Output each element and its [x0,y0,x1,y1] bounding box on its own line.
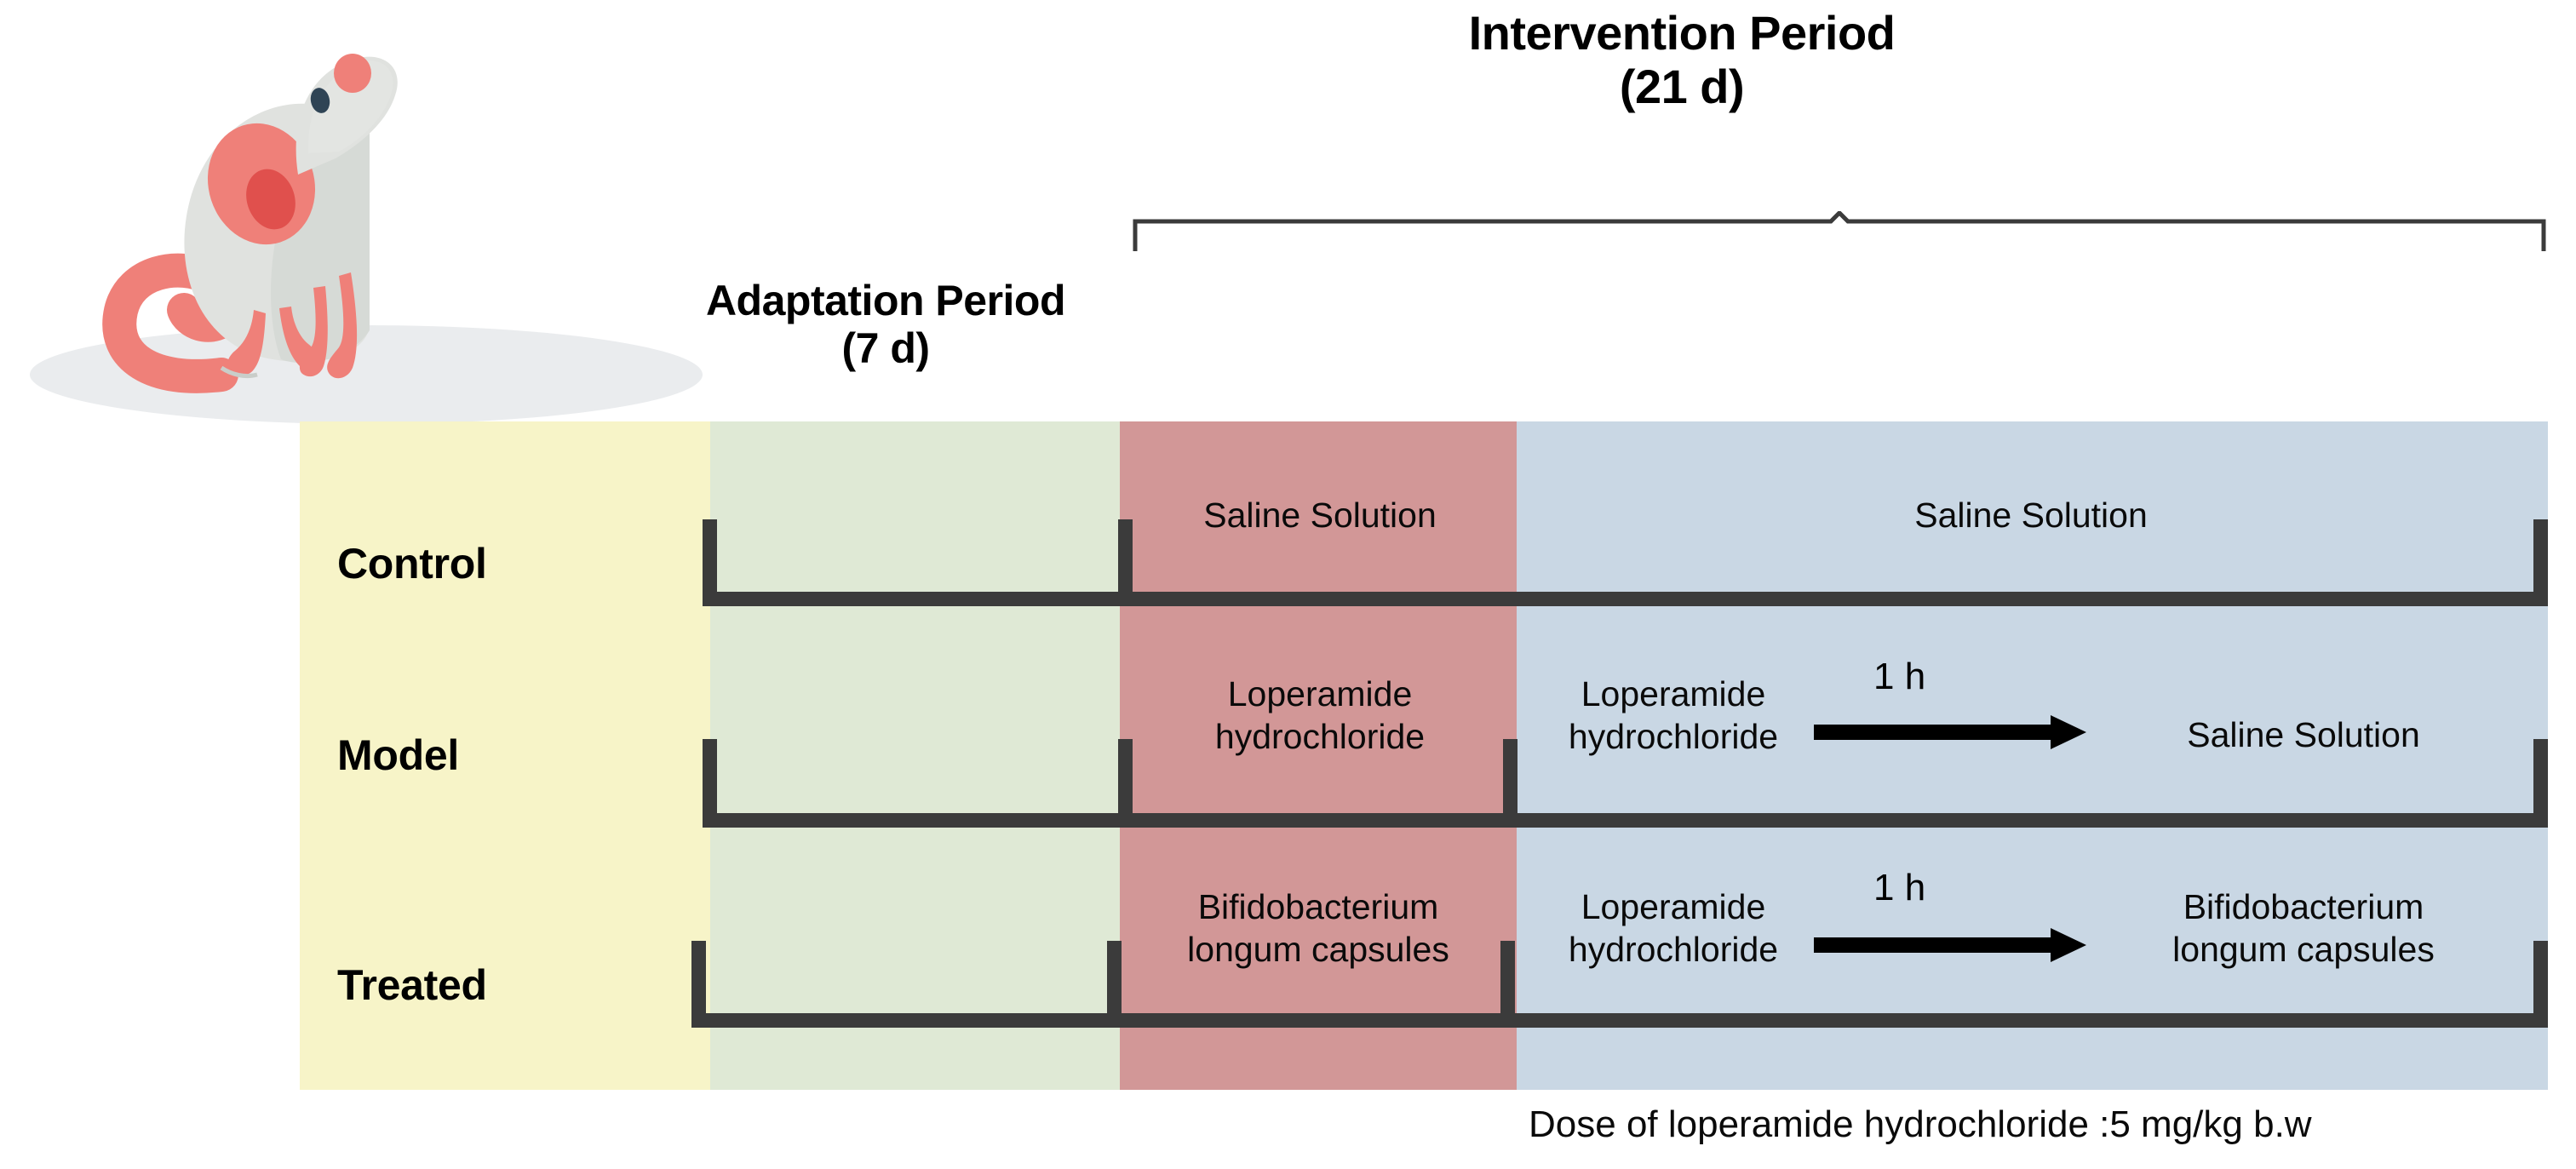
band-adaptation-label-column [300,421,710,1090]
rat-hind-paw-2-icon [327,272,358,379]
timeline-treated-tick-start [691,941,706,1013]
rat-hind-paw-icon [299,286,328,377]
cell-model-intervention-drug: Loperamide hydrochloride [1524,673,1822,758]
rat-nose-icon [334,54,371,93]
band-intervention-period [1517,421,2548,1090]
cell-model-modeling-line1: Loperamide [1227,674,1413,713]
treated-transition-arrow-icon [1814,928,2086,962]
treated-arrow-head-icon [2051,928,2086,962]
rat-front-paw-icon [227,310,266,376]
timeline-model-tick-split [1503,739,1517,813]
adaptation-title-text: Adaptation Period [705,277,1066,324]
timeline-treated-tick-mid [1107,941,1122,1013]
rat-toe-detail-icon [220,365,258,379]
timeline-control-tick-mid [1118,519,1133,592]
cell-model-intervention-result: Saline Solution [2187,715,2420,754]
model-arrow-head-icon [2051,715,2086,749]
timeline-control-baseline [703,592,2548,606]
timeline-control-tick-start [703,519,717,592]
cell-treated-intervention-result: Bifidobacterium longum capsules [2095,885,2512,971]
timeline-treated-tick-end [2533,941,2548,1013]
row-label-control: Control [337,540,487,587]
cell-control-modeling: Saline Solution [1203,496,1437,535]
adaptation-period-title: Adaptation Period (7 d) [588,277,1184,372]
row-label-treated: Treated [337,961,487,1009]
timeline-treated-baseline [691,1013,2548,1028]
rat-illustration [30,54,703,424]
cell-treated-result-line2: longum capsules [2172,930,2435,970]
cell-treated-intervention-drug: Loperamide hydrochloride [1524,885,1822,971]
cell-treated-interv-line2: hydrochloride [1568,930,1779,970]
dose-footnote: Dose of loperamide hydrochloride :5 mg/k… [1529,1103,2312,1145]
timeline-model-tick-end [2533,739,2548,813]
cell-model-modeling: Loperamide hydrochloride [1133,673,1507,758]
intervention-duration-text: (21 d) [1619,59,1745,113]
cell-treated-result-line1: Bifidobacterium [2183,887,2424,926]
rat-shadow-icon [30,325,703,424]
timeline-treated-tick-split [1500,941,1515,1013]
rat-snout-icon [307,60,393,153]
timeline-control-tick-end [2533,519,2548,592]
rat-eye-icon [310,88,330,113]
model-interval-label: 1 h [1873,656,1926,697]
band-modeling-period [1120,421,1517,1090]
cell-treated-modeling: Bifidobacterium longum capsules [1126,885,1511,971]
timeline-model-baseline [703,813,2548,828]
cell-control-intervention: Saline Solution [1914,496,2148,535]
cell-treated-interv-line1: Loperamide [1581,887,1766,926]
timeline-model-tick-mid [1118,739,1133,813]
cell-model-interv-line2: hydrochloride [1568,717,1779,757]
model-transition-arrow-icon [1814,715,2086,749]
timeline-model-tick-start [703,739,717,813]
intervention-title-text: Intervention Period [1468,6,1896,60]
cell-treated-modeling-line2: longum capsules [1187,930,1449,970]
treated-interval-label: 1 h [1873,867,1926,908]
treated-arrow-shaft-icon [1814,937,2051,953]
rat-ear-inner-icon [246,169,295,230]
cell-model-modeling-line2: hydrochloride [1214,717,1426,757]
intervention-period-title: Intervention Period (21 d) [1133,6,2231,113]
model-arrow-shaft-icon [1814,725,2051,740]
intervention-period-bracket [1133,211,2546,254]
band-adaptation-period [710,421,1120,1090]
row-label-model: Model [337,731,459,779]
adaptation-duration-text: (7 d) [841,324,930,372]
cell-treated-modeling-line1: Bifidobacterium [1197,887,1439,926]
cell-model-interv-line1: Loperamide [1581,674,1766,713]
